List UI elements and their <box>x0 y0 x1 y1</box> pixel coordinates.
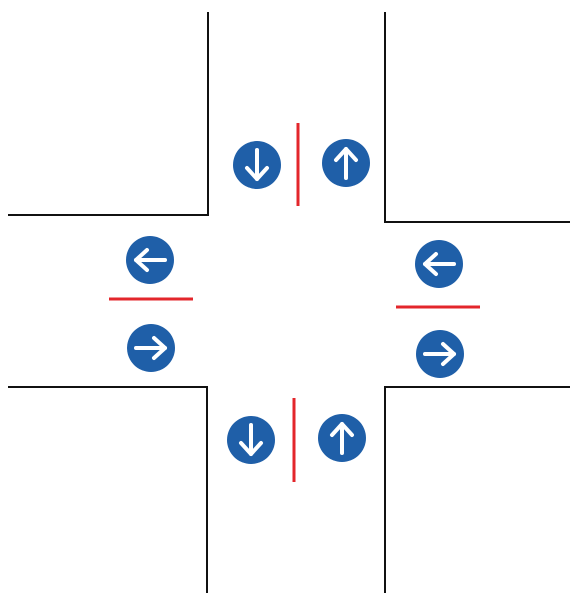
road-edges <box>8 12 570 593</box>
sign-north-up <box>322 139 370 187</box>
arrow-down-icon <box>239 423 263 456</box>
lane-dividers <box>109 123 480 482</box>
road-edge-top-right <box>384 12 570 223</box>
sign-east-left <box>415 240 463 288</box>
sign-south-down <box>227 416 275 464</box>
arrow-left-icon <box>423 252 456 276</box>
sign-west-right <box>127 324 175 372</box>
arrow-left-icon <box>134 248 167 272</box>
sign-south-up <box>318 414 366 462</box>
arrow-up-icon <box>330 422 354 455</box>
sign-east-right <box>416 330 464 378</box>
road-edge-bottom-left <box>8 386 208 593</box>
arrow-down-icon <box>245 148 269 181</box>
road-edge-bottom-right <box>384 386 570 593</box>
road-edge-top-left <box>8 12 209 216</box>
arrow-right-icon <box>134 336 167 360</box>
arrow-up-icon <box>334 147 358 180</box>
sign-north-down <box>233 141 281 189</box>
arrow-right-icon <box>423 342 456 366</box>
sign-west-left <box>126 236 174 284</box>
